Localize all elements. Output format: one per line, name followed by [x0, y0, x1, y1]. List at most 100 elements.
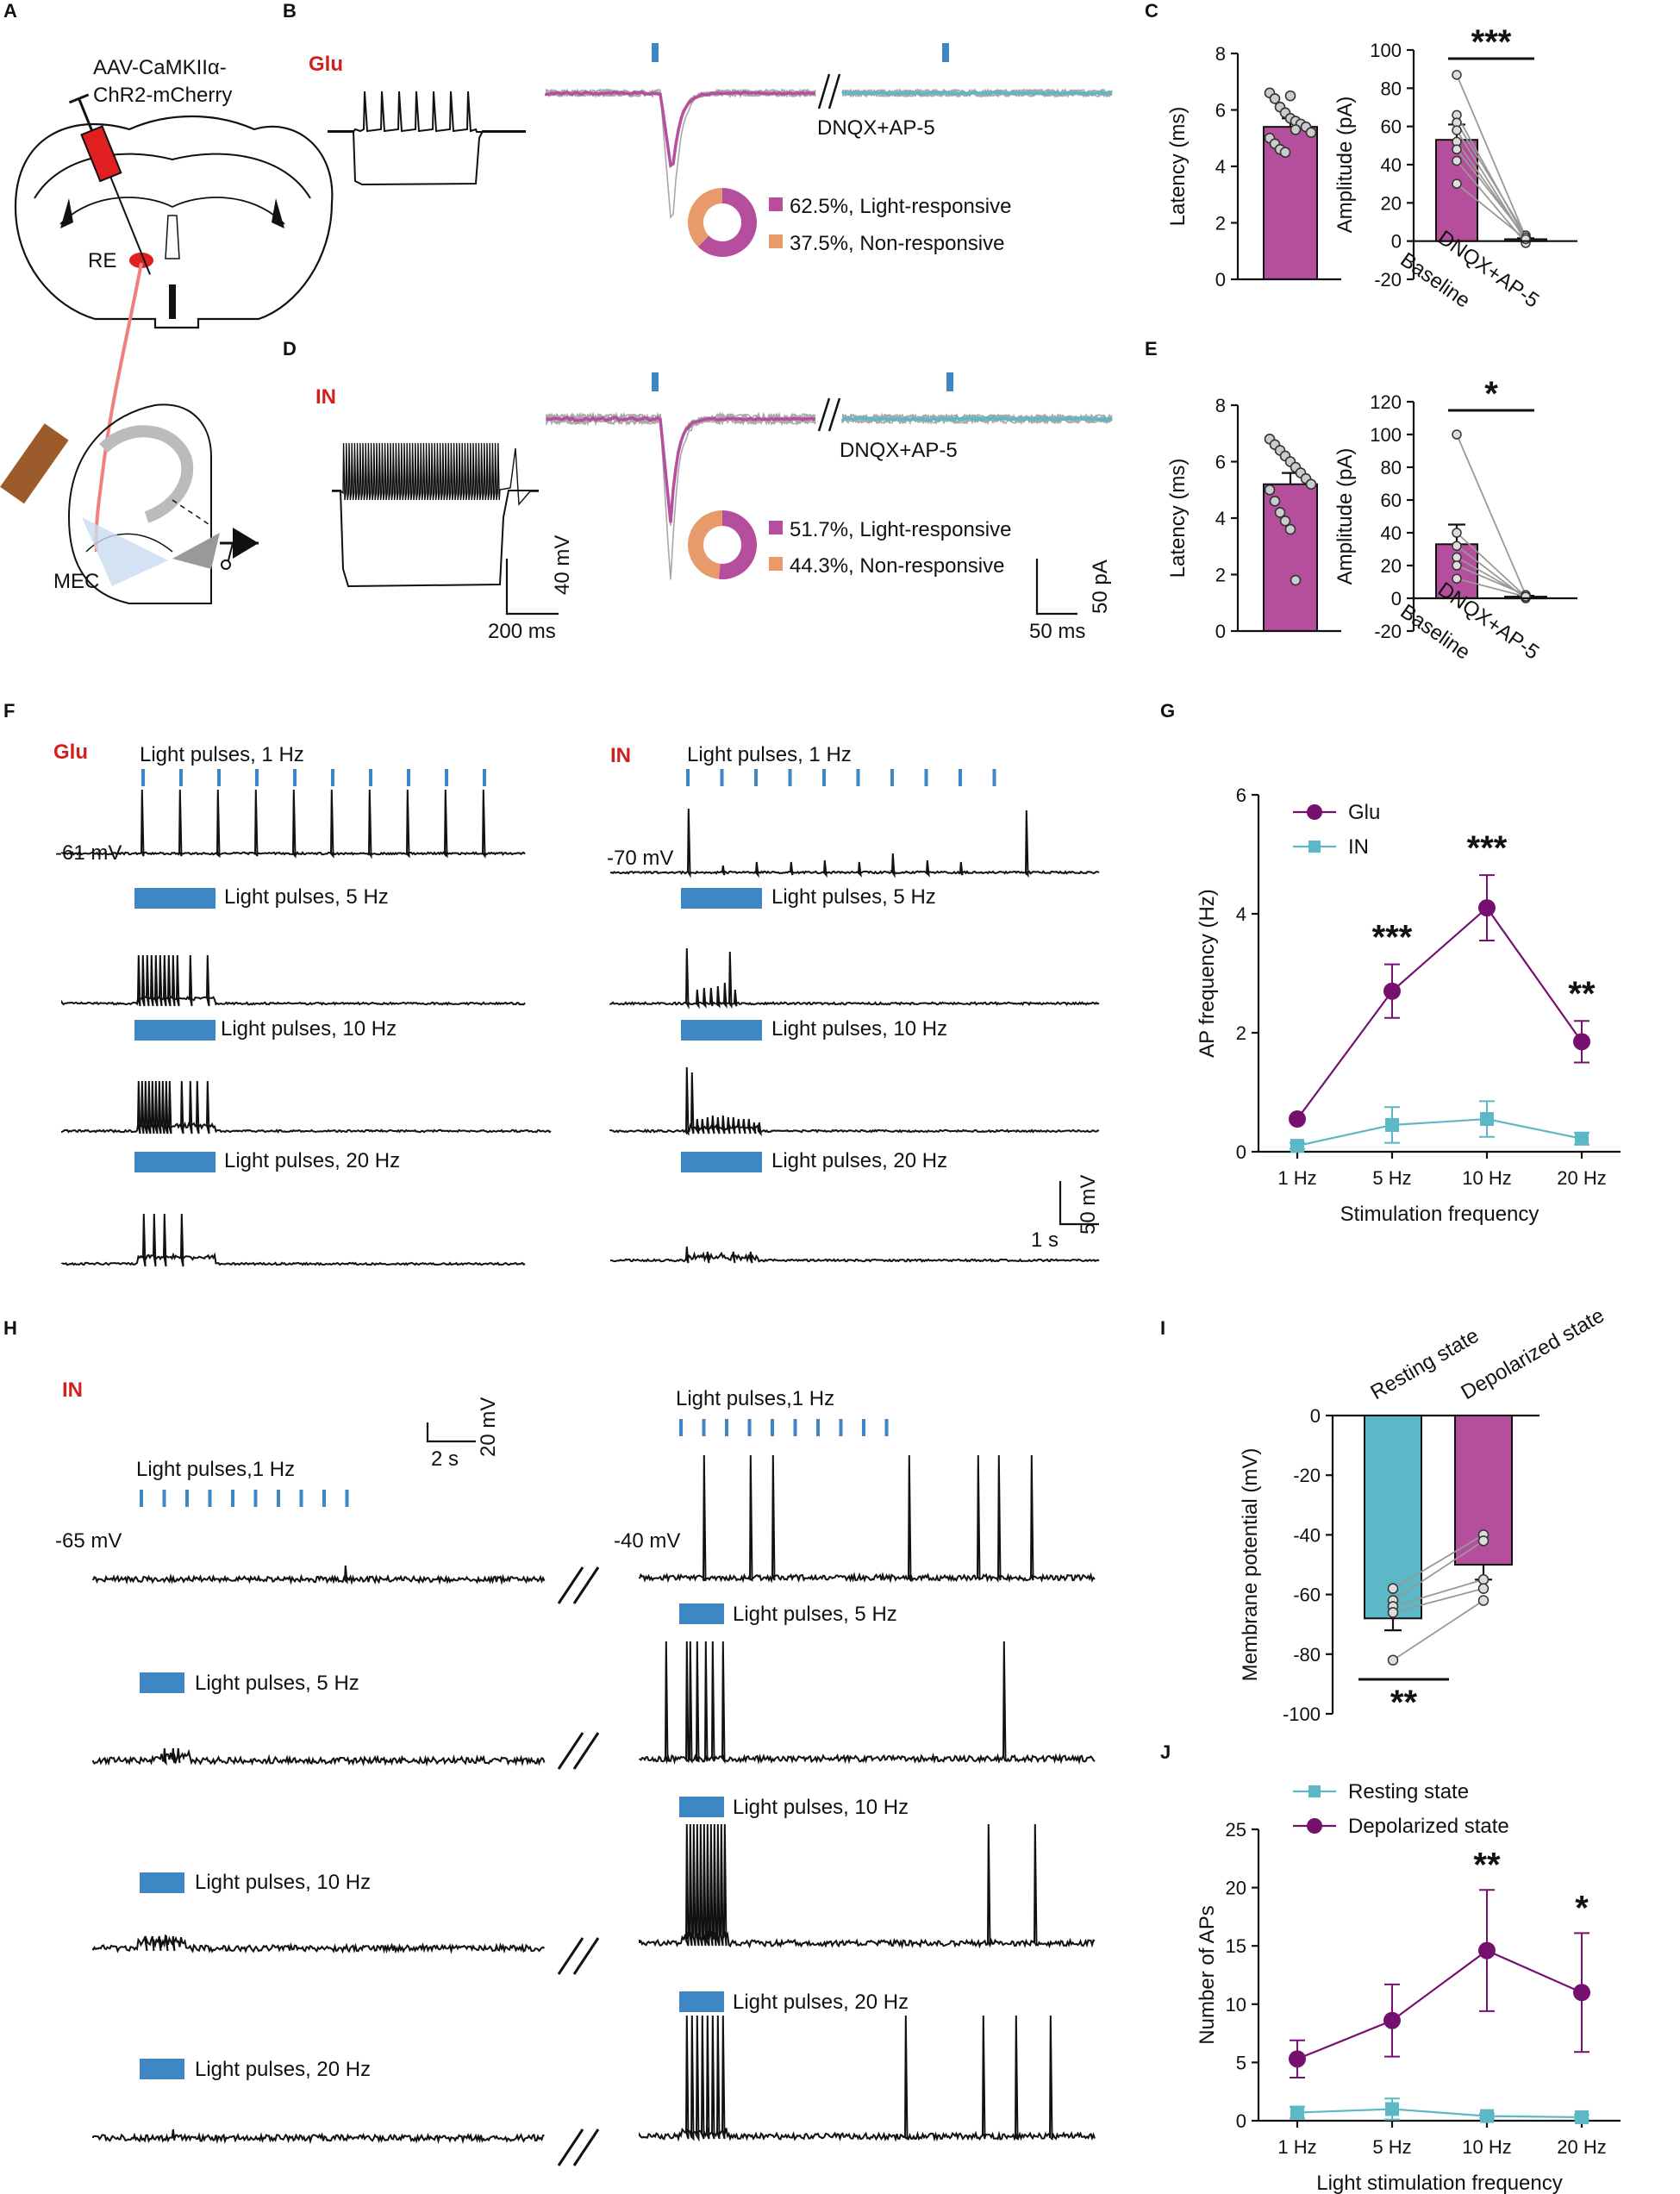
light-bar-20hz: [679, 1991, 724, 2012]
y-tick-label: 2: [1215, 565, 1226, 586]
psc-trace-gray: [546, 411, 816, 580]
light-pulse-marker: [942, 43, 949, 62]
donut-slice-nonresponsive: [687, 510, 722, 579]
trace-glu-1hz: [61, 789, 526, 859]
in-label: IN: [62, 1378, 83, 1402]
pulse-tick: [754, 769, 758, 786]
significance-marker: **: [1390, 1684, 1418, 1722]
y-tick-label: 6: [1215, 452, 1226, 473]
pulse-tick: [822, 769, 826, 786]
resting-potential-right: -40 mV: [614, 1529, 680, 1553]
data-point: [1284, 90, 1296, 102]
y-tick-label: 0: [1391, 231, 1402, 253]
trace-rest-20hz: [92, 2128, 545, 2145]
axis-break: [828, 397, 841, 432]
data-point: [1452, 528, 1462, 538]
y-tick-label: 0: [1310, 1405, 1321, 1427]
scale-label-time2: 50 ms: [1029, 620, 1085, 643]
pulse-tick: [299, 1490, 303, 1507]
in-label: IN: [610, 744, 631, 767]
scale-bar-h: [426, 1422, 476, 1443]
recording-pipette: [172, 533, 220, 569]
paired-line: [1392, 1587, 1484, 1614]
pulse-tick: [856, 769, 860, 786]
axis-break: [817, 397, 831, 432]
in-hyperpol-trace: [332, 490, 539, 588]
trace-in-20hz: [610, 1246, 1100, 1264]
light-bar-10hz: [140, 1872, 184, 1893]
x-axis-label: Light stimulation frequency: [1316, 2172, 1563, 2194]
y-tick-label: 20: [1381, 555, 1402, 577]
y-tick-label: 4: [1236, 903, 1246, 925]
pulse-tick: [679, 1419, 683, 1436]
significance-marker: ***: [1372, 919, 1413, 957]
pulse-tick: [884, 1419, 889, 1436]
in-label: IN: [315, 385, 336, 409]
scale-bar-voltage: [505, 559, 559, 616]
y-tick-label: 100: [1370, 424, 1402, 446]
x-tick-label: 20 Hz: [1557, 2136, 1606, 2158]
y-tick-label: 15: [1226, 1935, 1246, 1957]
psc-trace-gray: [546, 88, 816, 167]
legend-marker: [1308, 841, 1321, 853]
y-tick-label: 0: [1236, 2110, 1246, 2132]
light-bar-10hz: [681, 1020, 762, 1041]
pulse-tick: [140, 1490, 143, 1507]
y-axis-label: Number of APs: [1196, 1905, 1219, 2044]
y-tick-label: 4: [1215, 508, 1226, 529]
trace-depol-10hz: [639, 1823, 1096, 1949]
pulse-tick: [924, 769, 928, 786]
psc-trace-gray: [546, 411, 816, 524]
y-axis-label: AP frequency (Hz): [1196, 889, 1219, 1058]
light-bar-20hz: [134, 1152, 215, 1172]
light-pulse-ticks: [140, 1419, 889, 1507]
glu-firing-trace: [328, 91, 526, 133]
panel-letter-d: D: [283, 338, 297, 359]
data-point: [1575, 1131, 1589, 1146]
data-point: [1305, 478, 1317, 491]
glu-label: Glu: [309, 53, 343, 76]
data-point: [1387, 1583, 1399, 1594]
re-label: RE: [88, 249, 116, 272]
y-tick-label: -100: [1283, 1703, 1321, 1725]
data-point: [1521, 234, 1531, 245]
scale-label-time: 1 s: [1031, 1228, 1059, 1252]
pulse-tick: [747, 1419, 752, 1436]
pulse-label-10hz-glu: Light pulses, 10 Hz: [221, 1017, 397, 1041]
scale-label-time: 200 ms: [488, 620, 556, 643]
in-psc-traces: [546, 411, 1113, 580]
pulse-tick: [369, 769, 372, 786]
data-point: [1452, 573, 1462, 584]
pulse-tick: [725, 1419, 728, 1436]
legend-marker: [1307, 804, 1322, 820]
axis-break: [817, 73, 831, 109]
donut-slice-nonresponsive: [688, 188, 722, 247]
data-point: [1385, 1117, 1399, 1132]
pulse-tick: [253, 1490, 258, 1507]
data-point: [1279, 147, 1291, 158]
light-bar-10hz: [679, 1797, 724, 1817]
y-tick-label: 80: [1381, 78, 1402, 99]
amplifier-icon: [233, 528, 259, 559]
trace-depol-1hz: [639, 1454, 1096, 1584]
pulse-label-5hz-in: Light pulses, 5 Hz: [771, 885, 936, 909]
drug-label: DNQX+AP-5: [817, 116, 935, 140]
x-tick-label: Depolarized state: [1458, 1303, 1608, 1404]
psc-trace-gray: [546, 411, 816, 522]
panel-letter-e: E: [1145, 338, 1158, 359]
legend-responsive: 62.5%, Light-responsive: [790, 195, 1011, 218]
y-tick-label: -80: [1293, 1644, 1321, 1666]
scale-label-voltage: 20 mV: [477, 1397, 500, 1457]
y-tick-label: 0: [1236, 1141, 1246, 1163]
psc-trace-gray: [546, 88, 816, 168]
data-point: [1480, 2109, 1494, 2123]
resting-potential-left: -65 mV: [55, 1529, 122, 1553]
third-ventricle: [169, 284, 176, 319]
pulse-tick: [816, 1419, 820, 1436]
